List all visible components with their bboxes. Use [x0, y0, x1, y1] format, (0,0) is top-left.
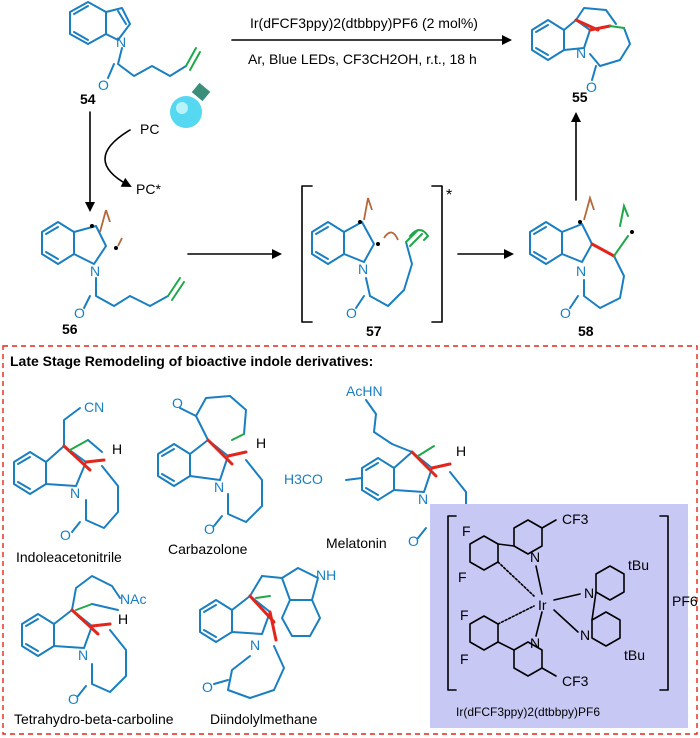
atom-o-4: O [68, 691, 79, 707]
atom-n-cat-2: N [584, 585, 594, 601]
diindolylmethane-structure: N O NH [199, 567, 336, 699]
compound-54-label: 54 [80, 91, 96, 107]
svg-text:O: O [346, 305, 357, 321]
bracket-star: * [446, 187, 452, 204]
late-stage-box [2, 345, 698, 735]
atom-n-5: N [250, 637, 260, 653]
atom-tbu-2: tBu [624, 647, 645, 663]
name-indoleacetonitrile: Indoleacetonitrile [16, 549, 122, 565]
catalyst-caption: Ir(dFCF3ppy)2(dtbbpy)PF6 [456, 705, 600, 719]
atom-o-5: O [202, 679, 213, 695]
carbazolone-structure: N O O H [157, 395, 266, 537]
svg-text:N: N [90, 263, 100, 279]
atom-nh: NH [316, 567, 336, 583]
compound-56-structure: N O [41, 209, 185, 321]
light-bulb-icon [170, 82, 211, 128]
svg-text:N: N [116, 34, 126, 50]
atom-cn: CN [84, 399, 104, 415]
compound-58-structure: N O [529, 194, 634, 321]
compound-57-label: 57 [366, 323, 382, 339]
compound-56-label: 56 [62, 321, 78, 337]
compound-55-structure: N O [531, 7, 631, 95]
atom-o-carbonyl: O [172, 395, 183, 411]
atom-h-3: H [456, 443, 466, 459]
svg-text:N: N [358, 261, 368, 277]
atom-n-cat-1: N [530, 549, 540, 565]
conditions-environment: Ar, Blue LEDs, CF3CH2OH, r.t., 18 h [248, 51, 477, 67]
atom-f-2: F [458, 569, 467, 585]
melatonin-structure: AcHN N O H3CO H [284, 383, 467, 549]
conditions-catalyst: Ir(dFCF3ppy)2(dtbbpy)PF6 (2 mol%) [250, 15, 478, 31]
name-carbazolone: Carbazolone [168, 541, 248, 557]
catalyst-panel [430, 504, 688, 728]
atom-ir: Ir [538, 597, 547, 613]
pc-star-label: PC* [136, 181, 161, 197]
compound-57-structure: N O [301, 185, 443, 323]
photocatalyst-cycle-arrow [104, 129, 132, 187]
name-tetrahydro-beta-carboline: Tetrahydro-beta-carboline [14, 711, 174, 727]
svg-text:O: O [586, 79, 597, 95]
compound-54-structure: N O [69, 1, 201, 93]
atom-o-1: O [60, 527, 71, 543]
atom-f-3: F [460, 607, 469, 623]
svg-text:O: O [560, 305, 571, 321]
atom-cf3-top: CF3 [562, 511, 589, 527]
atom-n-1: N [70, 485, 80, 501]
atom-n-3: N [418, 491, 428, 507]
atom-f-4: F [460, 651, 469, 667]
compound-58-label: 58 [578, 323, 594, 339]
atom-h-1: H [112, 441, 122, 457]
atom-nac: NAc [120, 591, 146, 607]
atom-acnh: AcHN [346, 383, 383, 399]
atom-tbu-1: tBu [628, 557, 649, 573]
atom-o-3: O [408, 533, 419, 549]
atom-h-2: H [256, 435, 266, 451]
atom-n-4: N [78, 647, 88, 663]
atom-n-cat-3: N [580, 627, 590, 643]
atom-h3co: H3CO [284, 471, 323, 487]
section-title: Late Stage Remodeling of bioactive indol… [10, 353, 373, 369]
atom-n-cat-4: N [530, 635, 540, 651]
atom-cf3-bottom: CF3 [562, 673, 589, 689]
pc-label: PC [140, 121, 159, 137]
name-diindolylmethane: Diindolylmethane [210, 711, 318, 727]
tetrahydro-beta-carboline-structure: N O NAc H [21, 575, 146, 707]
atom-h-4: H [118, 611, 128, 627]
pf6-label: PF6 [672, 593, 698, 609]
name-melatonin: Melatonin [326, 535, 387, 551]
svg-text:O: O [74, 305, 85, 321]
indoleacetonitrile-structure: N O CN H [13, 399, 122, 543]
svg-text:O: O [98, 77, 109, 93]
catalyst-structure: Ir N CF3 F F N N tBu tBu N CF3 F F [447, 511, 669, 691]
compound-55-label: 55 [572, 89, 588, 105]
atom-o-2: O [204, 521, 215, 537]
svg-text:N: N [576, 45, 586, 61]
atom-n-2: N [214, 479, 224, 495]
svg-text:N: N [576, 263, 586, 279]
atom-f-1: F [462, 523, 471, 539]
